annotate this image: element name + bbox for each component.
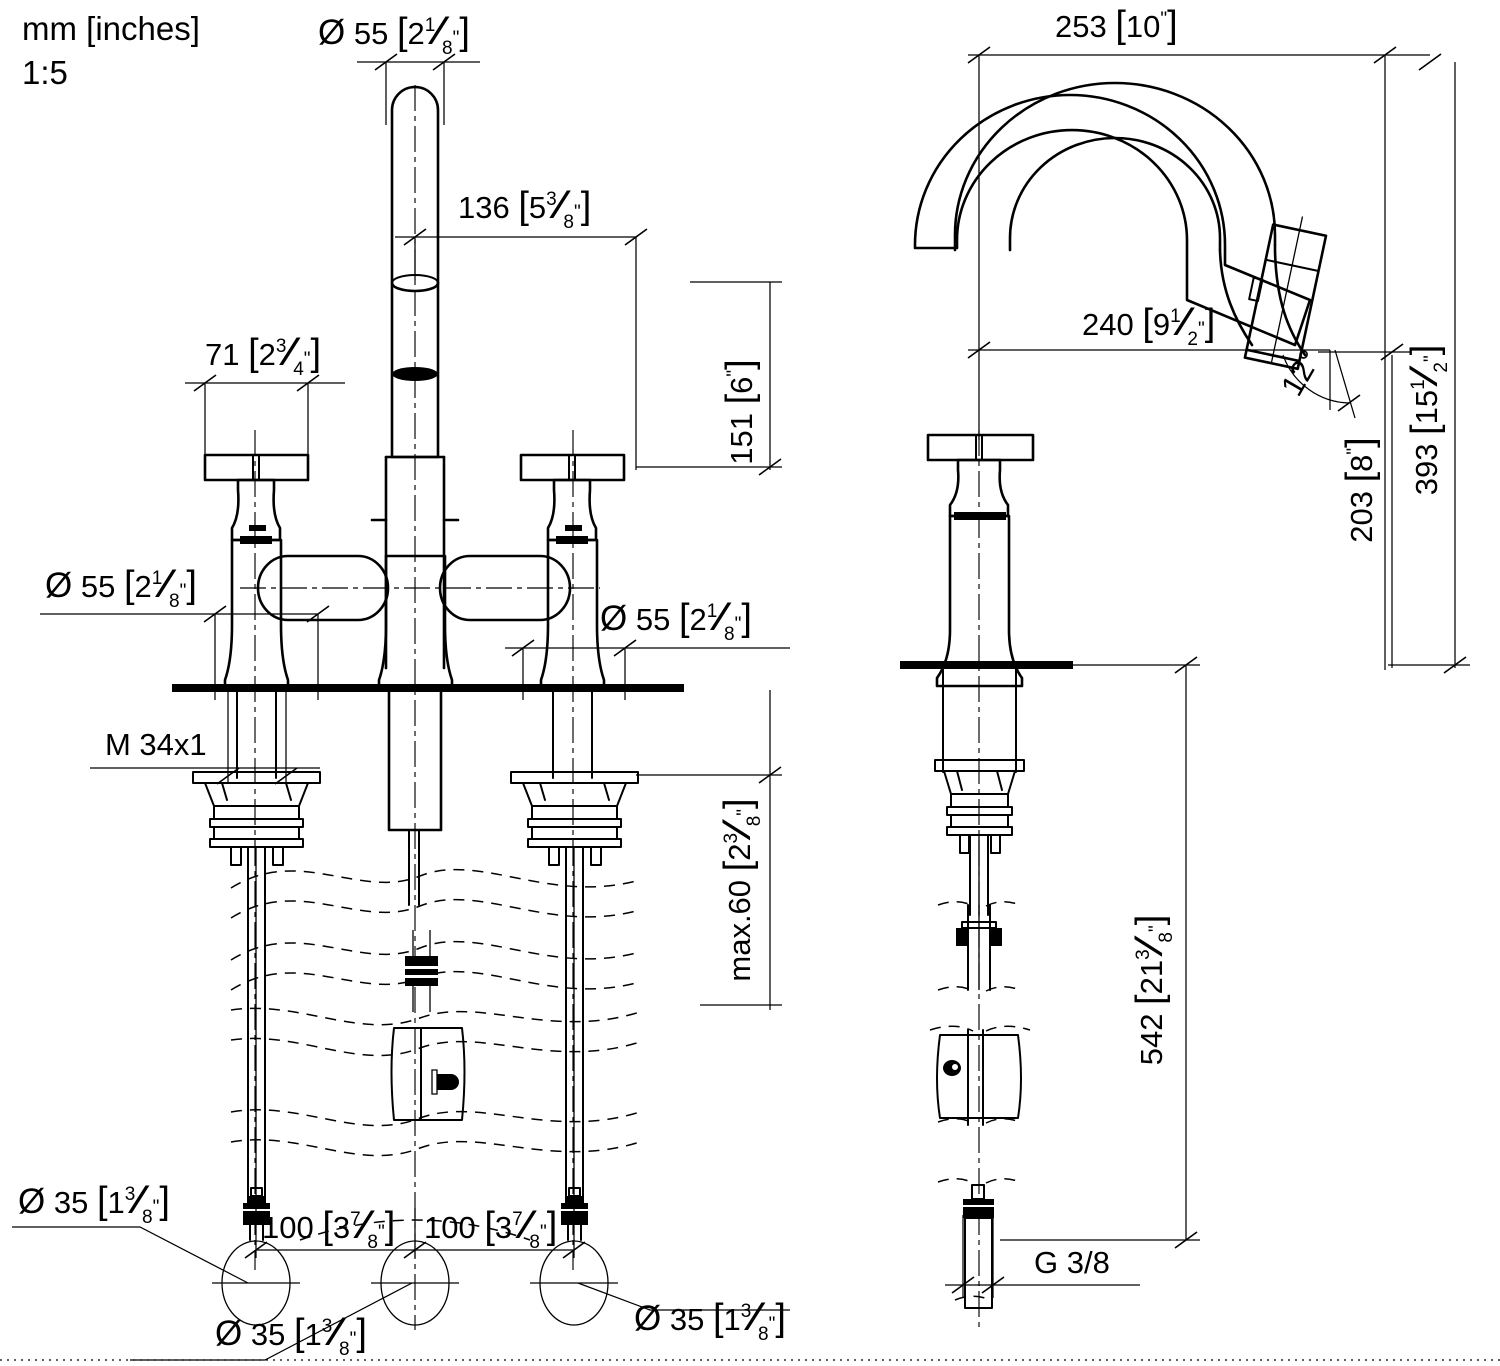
spout-inner-arc xyxy=(1008,136,1222,252)
dim-label-spray-head-dia: Ø 55 [21⁄8"] xyxy=(318,9,470,59)
dim-hole-dia-3: Ø 35 [13⁄8"] xyxy=(577,1282,790,1345)
dim-supply-connection: G 3/8 xyxy=(945,1215,1140,1298)
dim-label-handle-height: 151 [6"] xyxy=(719,359,761,464)
quick-connector-side xyxy=(936,1029,1022,1126)
right-handle-assembly xyxy=(519,453,626,779)
dim-max-deck-thickness: max.60 [23⁄8"] xyxy=(636,690,782,1010)
spout-outer-arc xyxy=(953,81,1277,252)
dim-label-max-deck-thickness: max.60 [23⁄8"] xyxy=(715,798,765,981)
dim-label-spout-height: 203 [8"] xyxy=(1339,437,1381,542)
dim-label-handle-width: 71 [23⁄4"] xyxy=(205,330,321,380)
dim-label-hole-dia-2: Ø 35 [13⁄8"] xyxy=(215,1310,367,1360)
dim-spray-head-dia: Ø 55 [21⁄8"] xyxy=(318,9,480,125)
dim-label-left-collar-dia: Ø 55 [21⁄8"] xyxy=(45,562,197,612)
side-column xyxy=(935,514,1024,688)
side-mounting-hardware xyxy=(934,759,1025,916)
dim-hole-dia-2: Ø 35 [13⁄8"] xyxy=(130,1282,413,1361)
front-view xyxy=(172,85,684,1330)
dim-thread-spec: M 34x1 xyxy=(90,690,320,785)
dim-label-hole-dia-1: Ø 35 [13⁄8"] xyxy=(18,1178,170,1228)
hose-weight xyxy=(405,930,438,1012)
dim-label-spout-reach: 240 [91⁄2"] xyxy=(1082,300,1215,350)
left-handle-assembly xyxy=(203,453,310,779)
hose-weight-side xyxy=(956,904,1002,991)
dim-label-supply-connection: G 3/8 xyxy=(1034,1245,1110,1280)
dim-handle-width: 71 [23⁄4"] xyxy=(185,330,345,458)
dim-label-hole-dia-3: Ø 35 [13⁄8"] xyxy=(634,1295,786,1345)
dim-left-collar-dia: Ø 55 [21⁄8"] xyxy=(40,562,330,700)
break-lines xyxy=(230,868,641,1157)
dim-spout-height: 203 [8"] xyxy=(1318,343,1410,668)
side-handle xyxy=(926,433,1035,520)
scale-label: 1:5 xyxy=(22,54,68,91)
side-supply-fitting xyxy=(954,1184,994,1309)
quick-connector xyxy=(390,1027,466,1121)
dim-label-right-collar-dia: Ø 55 [21⁄8"] xyxy=(600,595,752,645)
units-label: mm [inches] xyxy=(22,10,200,47)
dim-overall-height: 393 [151⁄2"] xyxy=(1388,62,1470,674)
side-view xyxy=(900,81,1328,1330)
dim-hole-spacing-right: 100 [37⁄8"] xyxy=(415,1203,586,1259)
dim-label-overall-height: 393 [151⁄2"] xyxy=(1402,345,1452,496)
dim-hose-length: 542 [213⁄8"] xyxy=(1000,656,1200,1249)
spray-head-side xyxy=(1243,216,1328,371)
dim-spout-to-handle: 136 [53⁄8"] xyxy=(395,183,648,470)
dim-spout-reach-total: 253 [10"] xyxy=(967,4,1442,670)
dim-label-hole-spacing-right: 100 [37⁄8"] xyxy=(424,1203,557,1253)
dim-hole-dia-1: Ø 35 [13⁄8"] xyxy=(12,1178,249,1284)
dim-label-hole-spacing-left: 100 [37⁄8"] xyxy=(262,1203,395,1253)
dim-spout-reach: 240 [91⁄2"] xyxy=(967,300,1330,359)
dim-label-thread-spec: M 34x1 xyxy=(105,727,207,762)
dim-handle-height: 151 [6"] xyxy=(636,281,782,476)
side-break-lines xyxy=(929,901,1031,1184)
right-mounting-hardware xyxy=(510,771,639,1206)
dim-label-spout-reach-total: 253 [10"] xyxy=(1055,4,1178,46)
dim-label-spout-to-handle: 136 [53⁄8"] xyxy=(458,183,591,233)
spray-head-front xyxy=(390,85,440,459)
dim-spray-angle: 12° xyxy=(1274,344,1361,419)
gooseneck-spout xyxy=(913,93,1312,347)
dim-hole-spacing-left: 100 [37⁄8"] xyxy=(244,1203,427,1259)
dim-label-hose-length: 542 [213⁄8"] xyxy=(1127,915,1177,1066)
